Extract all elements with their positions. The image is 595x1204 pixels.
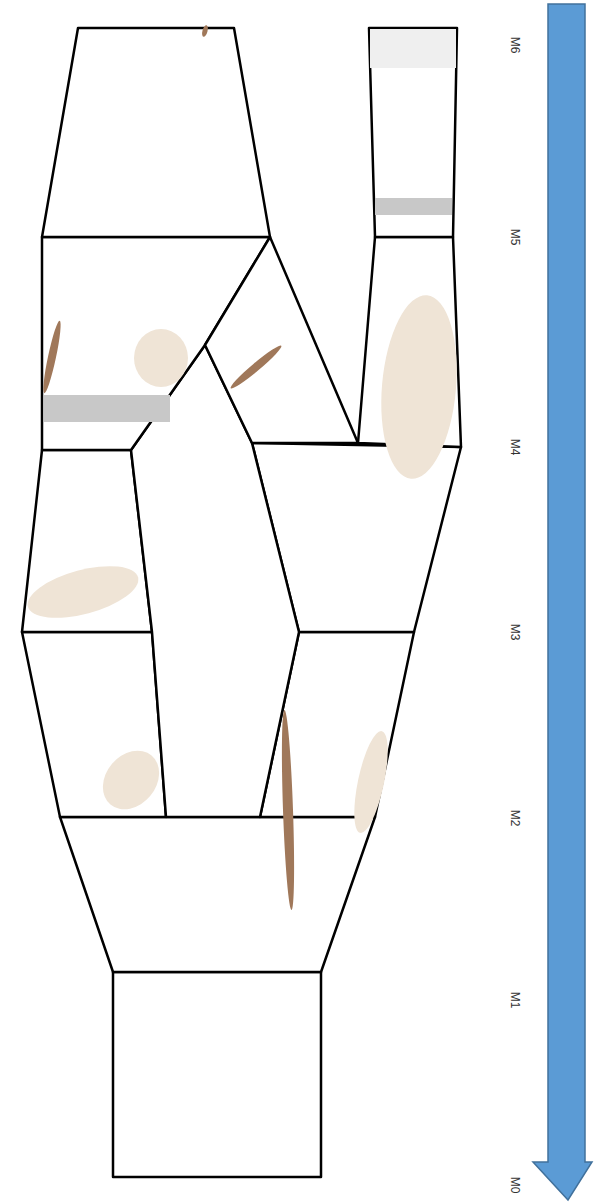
wood-debris [280,710,297,910]
reach-cell [113,972,321,1177]
grey-band [375,198,452,215]
reach-cell [22,450,152,632]
sand-patch [347,728,394,835]
section-label: M3 [509,624,521,641]
section-label: M2 [509,810,521,827]
reach-cell [60,817,375,972]
section-label: M0 [509,1177,521,1194]
section-label: M6 [509,37,521,54]
section-label: M4 [509,439,521,456]
sand-patch [91,739,170,820]
flow-arrow [533,4,592,1200]
sand-patch [134,329,188,387]
section-label: M5 [509,229,521,246]
wood-debris [228,343,284,392]
sand-patch [22,556,144,628]
wood-debris [201,25,209,38]
section-label: M1 [509,992,521,1009]
sand-patch [374,292,464,482]
grey-band [370,29,456,68]
reach-cell [369,28,457,237]
wood-debris [40,320,63,394]
reach-cell [205,237,358,443]
grey-band [44,395,170,422]
reach-cell [42,28,270,237]
